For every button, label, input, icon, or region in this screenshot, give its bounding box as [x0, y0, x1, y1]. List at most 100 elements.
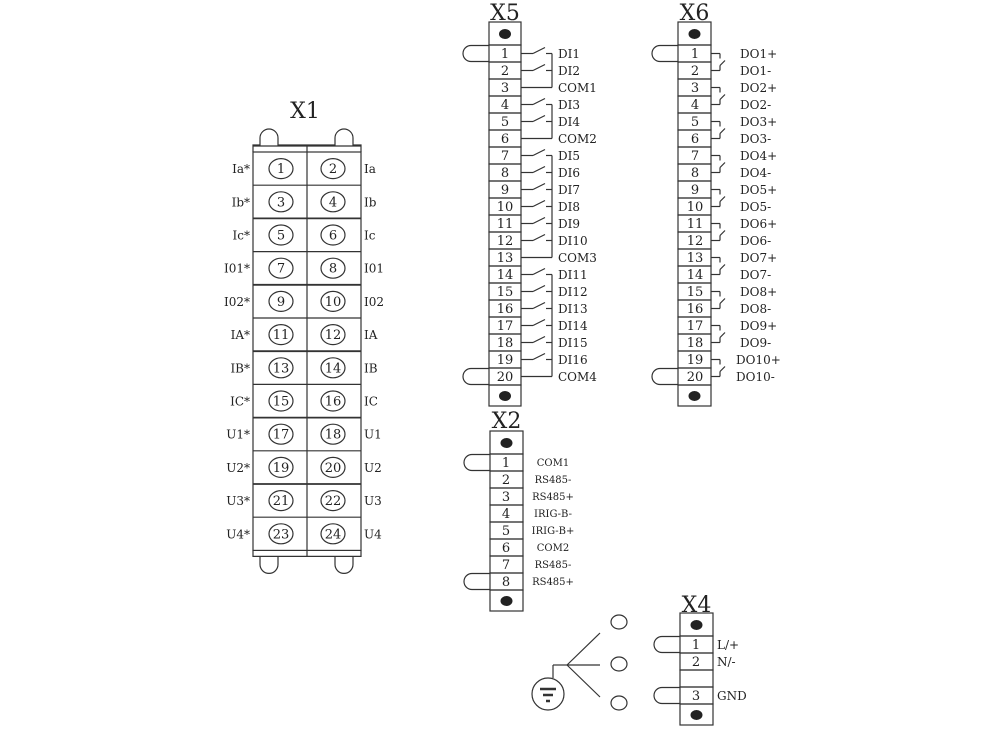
mounting-tab — [462, 44, 489, 63]
switch-contact-icon — [521, 182, 552, 191]
pin-number: 1 — [502, 456, 510, 471]
mounting-tab — [651, 44, 678, 63]
contact — [719, 264, 726, 270]
terminal-label-left: IB* — [230, 361, 250, 375]
pin-label: DO7- — [740, 268, 771, 282]
terminal-number: 18 — [325, 428, 342, 443]
switch-contact-icon — [521, 318, 552, 327]
pin-label: DI8 — [558, 200, 580, 214]
contact — [719, 366, 726, 372]
pin-number: 8 — [501, 166, 509, 181]
contact — [532, 233, 546, 242]
screw-icon — [500, 438, 513, 448]
pin-number: 6 — [502, 541, 510, 556]
pin-label: DI10 — [558, 234, 588, 248]
pin-number: 18 — [497, 336, 514, 351]
ground-icon — [531, 614, 628, 711]
pin-number: 7 — [691, 149, 699, 164]
block-title: X4 — [682, 593, 712, 618]
pin-label: DI15 — [558, 336, 588, 350]
pin-number: 1 — [692, 638, 700, 653]
pin-number: 3 — [502, 490, 510, 505]
screw-cell — [677, 384, 712, 407]
pin-label: GND — [717, 689, 747, 703]
screw-icon — [690, 710, 703, 720]
relay-contact-icon — [711, 86, 726, 106]
pin-number: 17 — [497, 319, 514, 334]
pin-label: DO4- — [740, 166, 771, 180]
terminal-label-right: I02 — [364, 295, 384, 309]
terminal-circle — [610, 614, 628, 630]
contact — [532, 216, 546, 225]
relay-contact-icon — [711, 324, 726, 344]
terminal-label-left: I02* — [224, 295, 250, 309]
contact — [532, 301, 546, 310]
relay-contact-icon — [711, 290, 726, 310]
contact — [719, 332, 726, 338]
terminal-number: 17 — [273, 428, 290, 443]
terminal-number: 2 — [329, 162, 337, 177]
pin-label: DI14 — [558, 319, 588, 333]
screw-icon — [500, 596, 513, 606]
contact — [532, 97, 546, 106]
terminal-label-right: U4 — [364, 527, 382, 541]
pin-label: DO8- — [740, 302, 771, 316]
terminal-number: 11 — [273, 328, 290, 343]
terminal-label-left: I01* — [224, 262, 250, 276]
terminal-row — [679, 669, 714, 688]
pin-number: 1 — [691, 47, 699, 62]
pin-number: 7 — [502, 558, 510, 573]
terminal-circle — [268, 158, 294, 180]
pin-number: 19 — [687, 353, 704, 368]
terminal-circle — [320, 257, 346, 279]
block-title: X2 — [492, 409, 522, 434]
terminal-number: 12 — [325, 328, 342, 343]
pin-number: 9 — [691, 183, 699, 198]
pin-number: 2 — [502, 473, 510, 488]
relay-contact-icon — [711, 188, 726, 208]
contact — [532, 182, 546, 191]
pin-label: COM1 — [537, 458, 569, 469]
terminal-number: 9 — [277, 295, 285, 310]
terminal-circle — [268, 257, 294, 279]
terminal-label-left: U4* — [226, 527, 250, 541]
pin-label: COM1 — [558, 81, 597, 95]
pin-number: 16 — [687, 302, 704, 317]
terminal-number: 13 — [273, 361, 290, 376]
pin-number: 4 — [691, 98, 699, 113]
terminal-label-right: IC — [364, 395, 378, 409]
pin-label: RS485+ — [532, 577, 574, 588]
pin-label: DI5 — [558, 149, 580, 163]
terminal-circle — [610, 656, 628, 672]
pin-number: 6 — [501, 132, 509, 147]
pin-number: 9 — [501, 183, 509, 198]
pin-number: 2 — [691, 64, 699, 79]
terminal-number: 22 — [325, 494, 342, 509]
pin-number: 3 — [691, 81, 699, 96]
relay-contact-icon — [711, 358, 726, 378]
pin-number: 11 — [497, 217, 514, 232]
pin-number: 4 — [502, 507, 510, 522]
terminal-label-right: Ic — [364, 229, 376, 243]
terminal-circle — [320, 324, 346, 346]
pin-number: 14 — [497, 268, 514, 283]
screw-icon — [499, 391, 511, 401]
terminal-number: 8 — [329, 262, 337, 277]
pin-label: DI11 — [558, 268, 588, 282]
switch-contact-icon — [521, 335, 552, 344]
pin-label: L/+ — [717, 638, 739, 652]
terminal-circle — [320, 158, 346, 180]
terminal-number: 15 — [273, 395, 290, 410]
pin-label: DO3+ — [740, 115, 777, 129]
switch-contact-icon — [521, 301, 552, 310]
pin-number: 16 — [497, 302, 514, 317]
pin-label: DO6+ — [740, 217, 777, 231]
